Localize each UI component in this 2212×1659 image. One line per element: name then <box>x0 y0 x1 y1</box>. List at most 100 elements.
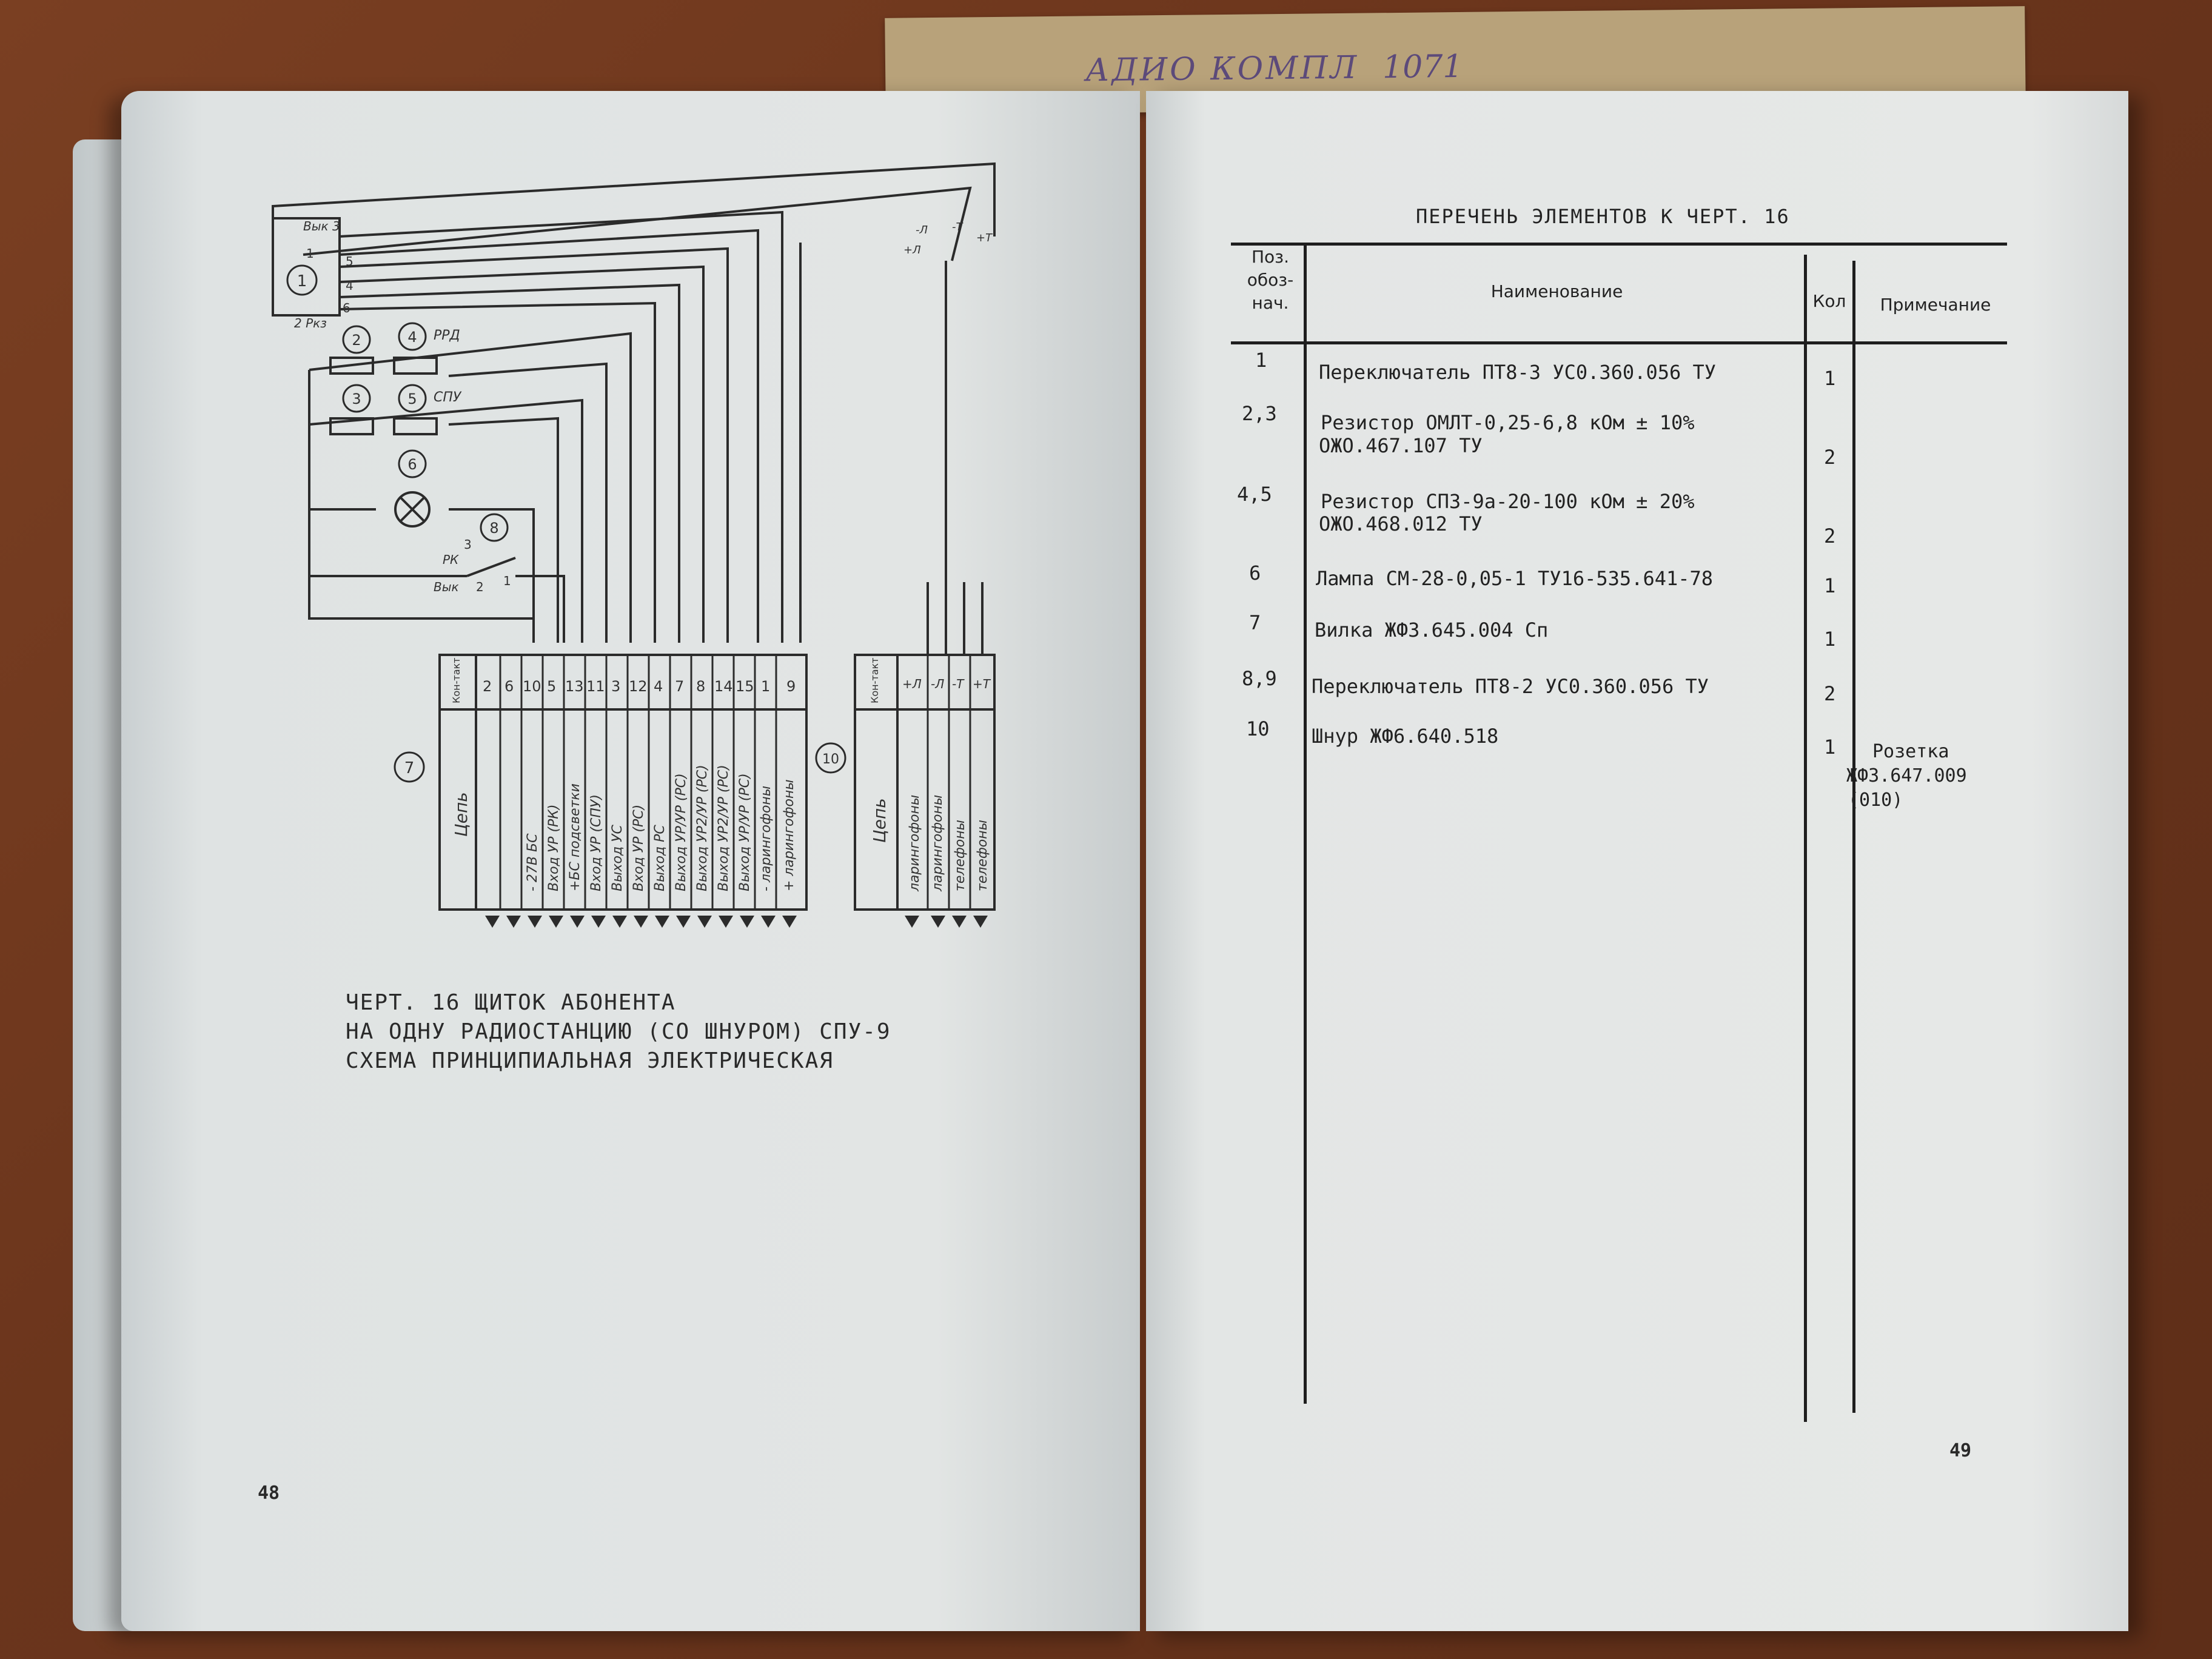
component-label-7: 7 <box>404 759 415 777</box>
connector7-circuit: Выход РС <box>652 825 668 891</box>
row-pos: 10 <box>1246 717 1270 740</box>
table-top-rule <box>1231 243 2007 246</box>
header-pos-line: нач. <box>1252 293 1289 313</box>
table-header-rule <box>1231 341 2007 344</box>
connector10-circuit: ларингофоны <box>930 795 945 892</box>
header-qty: Кол <box>1812 291 1846 311</box>
switch1-label-4: 4 <box>346 278 354 293</box>
connector10-pin: +Т <box>973 677 991 691</box>
row-qty: 2 <box>1824 682 1836 705</box>
connector7-circuit: - 27В БС <box>525 833 540 891</box>
connector7-header: Кон-такт <box>451 658 462 704</box>
connector10-header: Кон-такт <box>869 658 880 704</box>
caption-line: СХЕМА ПРИНЦИПИАЛЬНАЯ ЭЛЕКТРИЧЕСКАЯ <box>346 1048 834 1073</box>
switch1-label-vyk: Вык 3 <box>303 219 340 233</box>
connector7-pin: 8 <box>696 678 705 695</box>
row-note: ЖФ3.647.009 <box>1846 765 1967 786</box>
switch1-label-5: 5 <box>346 254 354 269</box>
row-qty: 1 <box>1824 736 1836 759</box>
connector7-circuit: Выход УР/УР (РС) <box>737 773 752 891</box>
switch8-label-vyk: Вык <box>434 580 459 594</box>
row-pos: 2,3 <box>1242 402 1277 425</box>
row-name: Вилка ЖФ3.645.004 Сп <box>1315 618 1549 642</box>
connector7-pin: 12 <box>629 678 648 695</box>
cord-label-plus-l: +Л <box>903 244 921 256</box>
connector10-circuit: телефоны <box>975 820 990 891</box>
cord-label-minus-l: -Л <box>916 224 928 236</box>
connector7-circuit: Выход УР2/УР (РС) <box>695 765 710 891</box>
cord-label-minus-t: -Т <box>952 221 964 233</box>
row-name: Резистор СП3-9а-20-100 кОм ± 20% <box>1321 490 1695 513</box>
row-pos: 8,9 <box>1242 667 1277 690</box>
connector7-circuit: Вход УР (РС) <box>631 805 646 891</box>
row-pos: 1 <box>1255 349 1267 372</box>
left-page-number: 48 <box>258 1483 280 1504</box>
row-pos: 6 <box>1249 561 1261 585</box>
connector7-pin: 9 <box>786 678 796 695</box>
switch8-label-rk: РК <box>443 552 459 567</box>
connector7-pin: 6 <box>504 678 514 695</box>
cord-label-plus-t: +Т <box>976 232 993 244</box>
row-name: ОЖО.467.107 ТУ <box>1319 434 1483 457</box>
header-note: Примечание <box>1880 295 1991 315</box>
connector7-circuit: +БС подсветки <box>568 783 583 891</box>
switch8-label-3: 3 <box>464 537 472 552</box>
row-name: Переключатель ПТ8-3 УС0.360.056 ТУ <box>1319 361 1717 384</box>
caption-line: ЧЕРТ. 16 ЩИТОК АБОНЕНТА <box>346 990 676 1015</box>
connector7-circuit: Выход УС <box>610 824 625 891</box>
component-label-8: 8 <box>489 520 498 537</box>
connector7-pin: 4 <box>654 678 663 695</box>
header-name: Наименование <box>1490 281 1623 301</box>
switch1-label-6: 6 <box>343 301 350 315</box>
row-pos: 7 <box>1249 611 1261 634</box>
connector10-pin: -Л <box>931 677 944 691</box>
figure-caption: ЧЕРТ. 16 ЩИТОК АБОНЕНТА НА ОДНУ РАДИОСТА… <box>346 988 891 1076</box>
connector7-circuit: Вход УР (СПУ) <box>589 794 604 891</box>
connector10-pin: -Т <box>952 677 965 691</box>
row-qty: 1 <box>1824 367 1836 390</box>
connector7-circuit: - ларингофоны <box>759 786 774 891</box>
row-name: ОЖО.468.012 ТУ <box>1319 512 1483 535</box>
row-pos: 4,5 <box>1237 483 1272 506</box>
connector7-pin: 2 <box>483 678 492 695</box>
row-name: Резистор ОМЛТ-0,25-6,8 кОм ± 10% <box>1321 411 1695 434</box>
connector10-circuit: ларингофоны <box>907 795 922 892</box>
row-name: Лампа СМ-28-0,05-1 ТУ16-535.641-78 <box>1316 567 1714 590</box>
table-col-rule-2 <box>1804 255 1807 1422</box>
spu-label: СПУ <box>434 390 462 405</box>
switch8-label-2: 2 <box>476 580 484 594</box>
connector7-circuits: - 27В БС Вход УР (РК) +БС подсветки Вход… <box>525 765 797 891</box>
component-label-3: 3 <box>352 390 361 407</box>
table-col-rule-3 <box>1852 261 1855 1413</box>
table-title: ПЕРЕЧЕНЬ ЭЛЕМЕНТОВ К ЧЕРТ. 16 <box>1416 205 1790 228</box>
right-page-number: 49 <box>1949 1440 1972 1461</box>
row-name: Переключатель ПТ8-2 УС0.360.056 ТУ <box>1312 675 1709 698</box>
connector10-pin: +Л <box>902 677 922 691</box>
header-pos-line: Поз. <box>1252 247 1289 267</box>
row-note: (010) <box>1848 789 1903 811</box>
row-qty: 1 <box>1824 628 1836 651</box>
connector7-pin: 5 <box>547 678 556 695</box>
connector7-pin: 3 <box>611 678 620 695</box>
component-label-1: 1 <box>297 272 307 290</box>
right-page <box>1146 91 2128 1631</box>
component-label-6: 6 <box>407 456 417 473</box>
row-qty: 2 <box>1824 525 1836 548</box>
row-note: Розетка <box>1872 741 1949 762</box>
connector7-pin: 7 <box>675 678 684 695</box>
caption-line: НА ОДНУ РАДИОСТАНЦИЮ (СО ШНУРОМ) СПУ-9 <box>346 1019 891 1044</box>
header-pos-line: обоз- <box>1247 270 1294 290</box>
component-label-2: 2 <box>352 332 361 349</box>
rrd-label: РРД <box>434 328 460 343</box>
connector7-pin: 1 <box>761 678 770 695</box>
connector7-pin: 11 <box>586 678 605 695</box>
connector7-pin: 10 <box>523 678 541 695</box>
connector7-circuit: Выход УР/УР (РС) <box>674 773 689 891</box>
connector7-circuit: + ларингофоны <box>782 779 797 891</box>
switch1-label-1: 1 <box>306 246 314 261</box>
connector7-pins: 2 6 10 5 13 11 3 12 4 7 8 14 15 1 9 <box>483 678 796 695</box>
switch1-label-rkz: 2 Ркз <box>294 316 327 330</box>
connector10-circuits: ларингофоны ларингофоны телефоны телефон… <box>907 795 990 892</box>
connector7-circuit-header: Цепь <box>451 792 471 837</box>
connector10-circuit-header: Цепь <box>870 798 890 843</box>
